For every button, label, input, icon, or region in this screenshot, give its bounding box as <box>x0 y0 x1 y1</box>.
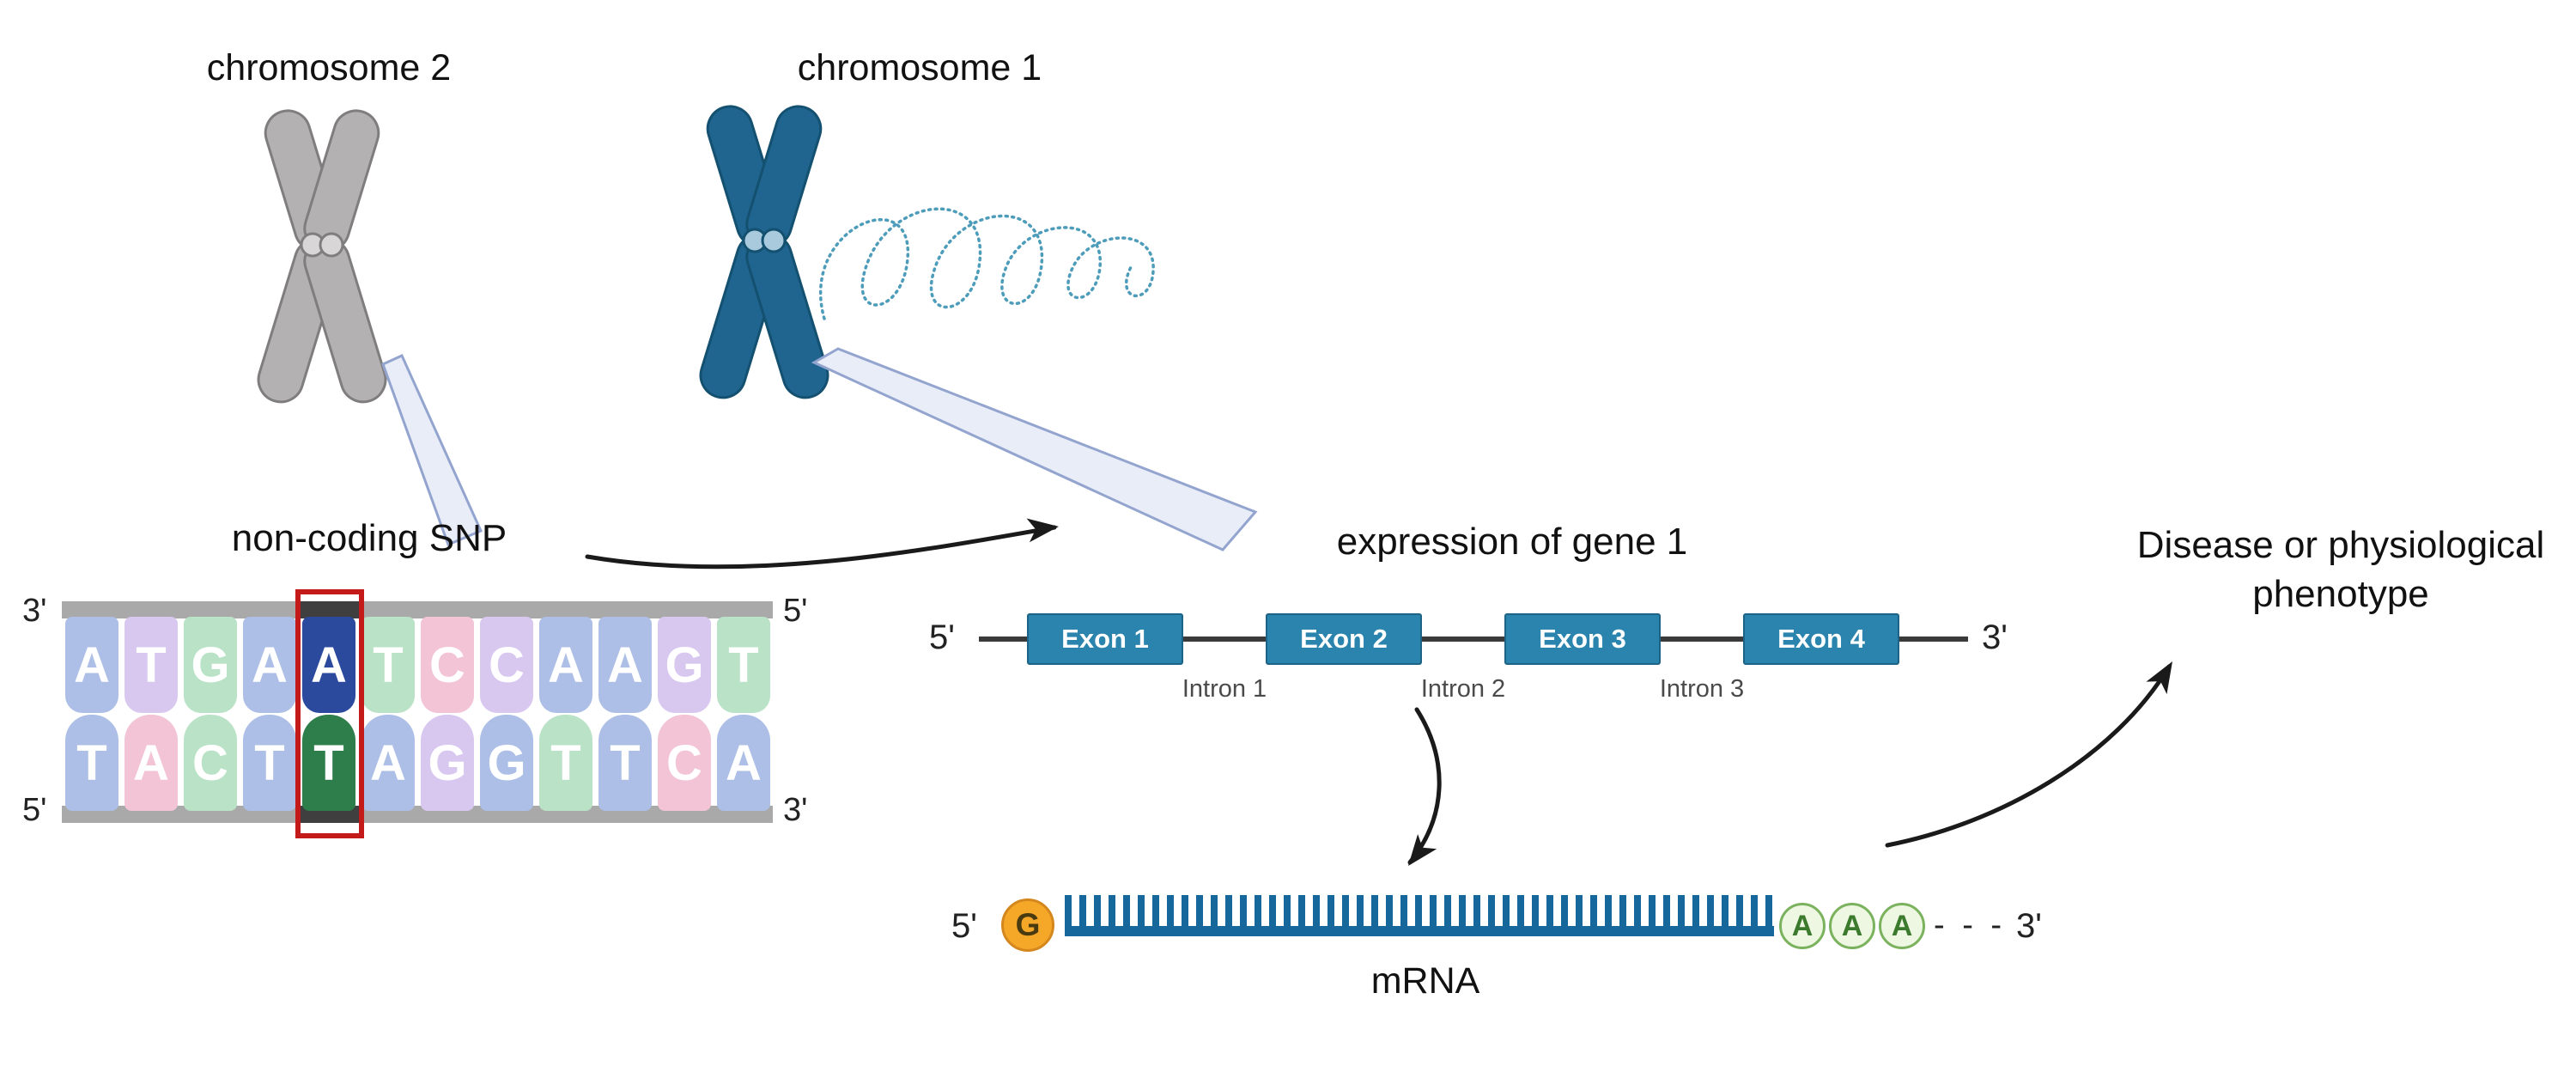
mrna-three-prime: 3' <box>2016 907 2042 945</box>
mrna-baseline <box>1065 926 1774 936</box>
dna-base: T <box>539 715 592 811</box>
intron-2-label: Intron 2 <box>1420 675 1506 703</box>
snp-highlight-box <box>295 589 364 838</box>
mrna-label: mRNA <box>1370 960 1480 1002</box>
arrow-snp-to-gene <box>585 525 1057 570</box>
gene-three-prime: 3' <box>1982 618 2008 656</box>
intron-3-label: Intron 3 <box>1659 675 1745 703</box>
dna-base: T <box>717 617 770 713</box>
dna-base: T <box>243 715 296 811</box>
mrna-ticks <box>1065 895 1774 929</box>
arrowhead-mrna-to-phenotype <box>2146 661 2172 695</box>
arrow-mrna-to-phenotype <box>1885 664 2172 848</box>
dna-left-top-prime: 3' <box>22 593 47 629</box>
mrna-tail-dashes: - - - <box>1934 907 2007 943</box>
dna-base: A <box>539 617 592 713</box>
mrna-body <box>1065 895 1774 936</box>
dna-base: G <box>421 715 474 811</box>
dna-base: A <box>717 715 770 811</box>
arrowhead-snp-to-gene <box>1026 518 1059 543</box>
chromosome-2-illustration <box>257 109 387 404</box>
dna-base: C <box>184 715 237 811</box>
dna-base: G <box>658 617 711 713</box>
dna-bottom-strand: T A C T T A G G T T C A <box>65 715 770 811</box>
polya-a-circle: A <box>1829 903 1875 949</box>
dna-base: T <box>598 715 652 811</box>
exon-2-box: Exon 2 <box>1266 613 1422 665</box>
dna-top-strand: A T G A A T C C A A G T <box>65 617 770 713</box>
disease-phenotype-line1: Disease or physiological <box>2136 524 2545 566</box>
dna-base: C <box>421 617 474 713</box>
disease-phenotype-line2: phenotype <box>2252 573 2429 615</box>
dna-backbone-top <box>62 601 773 618</box>
dna-base: A <box>361 715 415 811</box>
dna-base: G <box>480 715 533 811</box>
dna-backbone-bottom <box>62 806 773 823</box>
dna-base-snp: A <box>302 617 355 713</box>
dna-right-top-prime: 5' <box>783 593 808 629</box>
chromosome-2-label: chromosome 2 <box>206 47 452 88</box>
dna-base: T <box>125 617 178 713</box>
arrow-gene-to-mrna <box>1407 707 1442 865</box>
dna-backbone-top-dark-segment <box>299 601 361 618</box>
dna-base: T <box>65 715 118 811</box>
dna-base: A <box>125 715 178 811</box>
chromatin-coil-illustration <box>818 207 1155 320</box>
dna-right-bottom-prime: 3' <box>783 792 808 828</box>
non-coding-snp-label: non-coding SNP <box>231 517 507 559</box>
dna-base: A <box>243 617 296 713</box>
polya-a-circle: A <box>1879 903 1925 949</box>
intron-1-label: Intron 1 <box>1182 675 1267 703</box>
mrna-five-prime: 5' <box>951 907 977 945</box>
exon-1-box: Exon 1 <box>1027 613 1183 665</box>
polya-a-circle: A <box>1779 903 1826 949</box>
dna-base: C <box>480 617 533 713</box>
dna-base: A <box>598 617 652 713</box>
dna-left-bottom-prime: 5' <box>22 792 47 828</box>
arrowhead-gene-to-mrna <box>1408 834 1437 866</box>
gene-line <box>979 637 1968 642</box>
gene-five-prime: 5' <box>929 618 955 656</box>
mrna-cap-g: G <box>1001 898 1054 952</box>
disease-phenotype-label: Disease or physiological phenotype <box>2137 521 2544 618</box>
dna-base: C <box>658 715 711 811</box>
exon-3-box: Exon 3 <box>1504 613 1661 665</box>
exon-4-box: Exon 4 <box>1743 613 1899 665</box>
dna-base: G <box>184 617 237 713</box>
dna-base: A <box>65 617 118 713</box>
dna-base: T <box>361 617 415 713</box>
dna-base-snp: T <box>302 715 355 811</box>
gene-expression-label: expression of gene 1 <box>1336 521 1688 563</box>
chromosome-1-label: chromosome 1 <box>797 47 1042 88</box>
